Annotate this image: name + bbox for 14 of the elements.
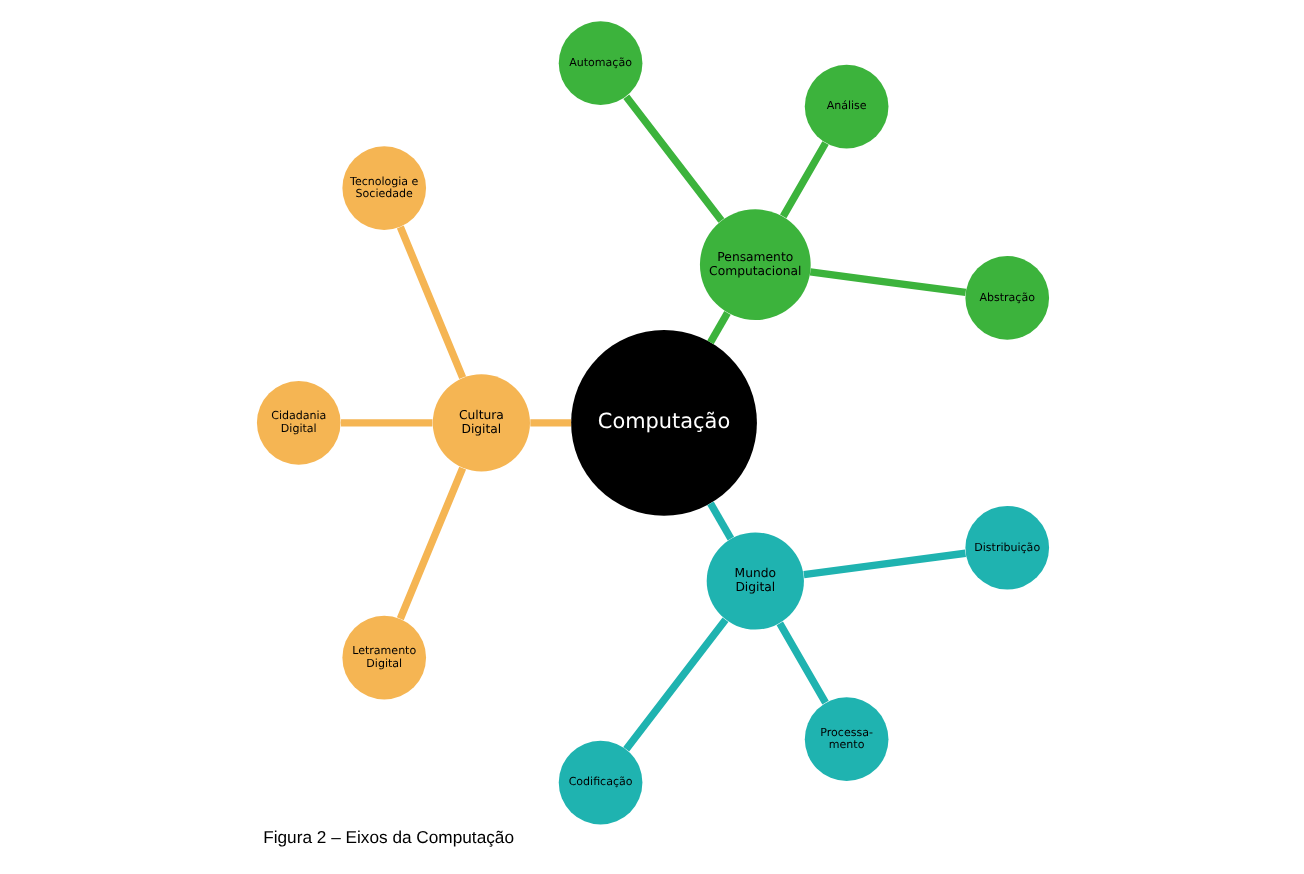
connector: [622, 94, 724, 223]
caption: Figura 2 – Eixos da Computação: [262, 827, 513, 848]
connector: [395, 466, 466, 621]
connector: [395, 225, 466, 379]
connector: [779, 141, 828, 219]
connector: [340, 419, 432, 427]
connector: [808, 268, 966, 297]
connector: [802, 549, 965, 579]
node-circle: Computação: [570, 329, 756, 516]
connector: [622, 617, 728, 752]
connector: [706, 311, 730, 345]
connector: [706, 501, 734, 541]
connector: [529, 419, 571, 427]
connector: [775, 621, 828, 705]
